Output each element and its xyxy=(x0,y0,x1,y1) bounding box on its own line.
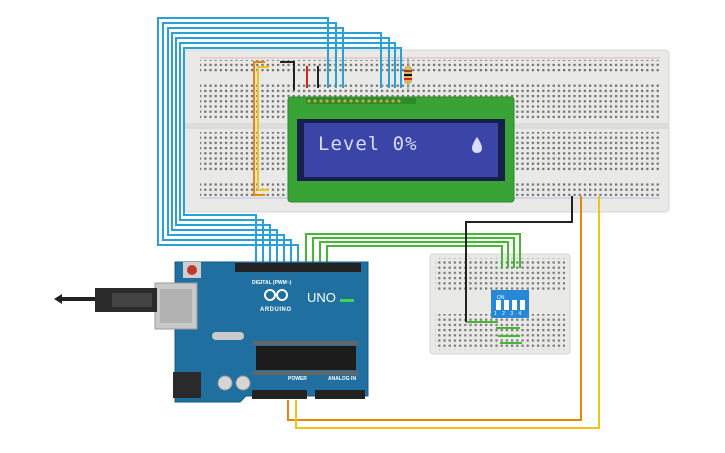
lcd-display-text: Level 0% xyxy=(318,133,418,155)
lcd-data-wires[interactable] xyxy=(157,17,402,262)
arduino-uno[interactable] xyxy=(154,261,369,403)
resistor[interactable] xyxy=(404,58,412,90)
power-header-label: POWER xyxy=(288,376,307,382)
switch-wires[interactable] xyxy=(305,233,522,344)
analog-header-label: ANALOG IN xyxy=(328,376,357,382)
dip-switch[interactable] xyxy=(491,290,529,318)
digital-header-label: DIGITAL (PWM~) xyxy=(252,280,292,286)
lcd-module[interactable] xyxy=(287,96,515,203)
usb-cable[interactable] xyxy=(54,288,157,312)
dip-switch-position-labels: 1 2 3 4 xyxy=(494,311,524,317)
board-model-label: UNO xyxy=(307,290,336,305)
dip-switch-on-label: ON xyxy=(497,295,505,301)
power-wires[interactable] xyxy=(253,61,600,429)
ground-wires[interactable] xyxy=(280,61,573,322)
board-brand-label: ARDUINO xyxy=(260,307,292,313)
water-drop-icon xyxy=(472,137,482,153)
